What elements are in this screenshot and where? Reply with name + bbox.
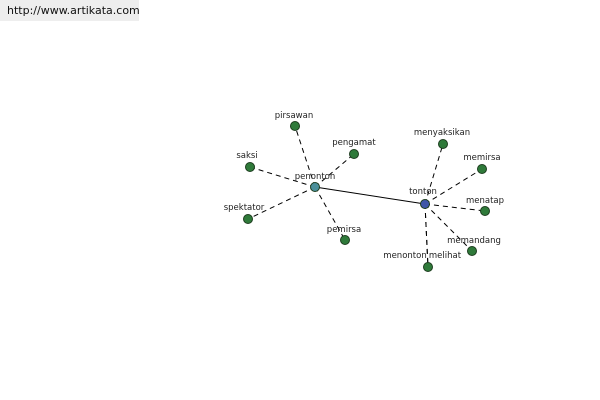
label-melihat[interactable]: melihat	[429, 251, 462, 261]
node-memandang[interactable]	[467, 246, 477, 256]
label-menonton[interactable]: menonton	[383, 251, 426, 261]
node-pirsawan[interactable]	[290, 121, 300, 131]
site-url[interactable]: http://www.artikata.com	[0, 0, 140, 21]
node-spektator[interactable]	[243, 214, 253, 224]
edge-penonton-tonton	[314, 186, 426, 205]
node-menatap[interactable]	[480, 206, 490, 216]
edge-penonton-pengamat	[314, 153, 355, 188]
labels-layer: pirsawan pengamat saksi spektator pemirsa men…	[224, 111, 504, 261]
label-spektator[interactable]: spektator	[224, 203, 265, 213]
edge-tonton-menyaksikan	[424, 143, 444, 205]
label-pemirsa[interactable]: pemirsa	[327, 225, 361, 235]
edges-layer	[247, 125, 486, 268]
edge-penonton-pirsawan	[294, 125, 316, 188]
node-melihat[interactable]	[423, 262, 433, 272]
hub-label-penonton[interactable]: penonton	[295, 172, 336, 182]
node-pemirsa[interactable]	[340, 235, 350, 245]
hub-node-penonton[interactable]	[310, 182, 320, 192]
label-menatap[interactable]: menatap	[466, 196, 504, 206]
hub-label-tonton[interactable]: tonton	[409, 187, 437, 197]
edge-tonton-menonton	[424, 203, 429, 268]
node-pengamat[interactable]	[349, 149, 359, 159]
edge-tonton-menatap	[424, 203, 486, 212]
edge-penonton-saksi	[249, 166, 316, 188]
edge-penonton-spektator	[247, 186, 316, 220]
edge-penonton-pemirsa	[314, 186, 346, 241]
edge-tonton-memirsa	[424, 168, 483, 205]
label-pengamat[interactable]: pengamat	[332, 138, 376, 148]
label-saksi[interactable]: saksi	[236, 151, 257, 161]
node-saksi[interactable]	[245, 162, 255, 172]
label-memirsa[interactable]: memirsa	[463, 153, 500, 163]
edge-tonton-memandang	[424, 203, 473, 252]
nodes-layer	[243, 121, 490, 272]
label-menyaksikan[interactable]: menyaksikan	[414, 128, 470, 138]
hub-node-tonton[interactable]	[420, 199, 430, 209]
label-pirsawan[interactable]: pirsawan	[275, 111, 313, 121]
node-memirsa[interactable]	[477, 164, 487, 174]
label-memandang[interactable]: memandang	[447, 236, 501, 246]
node-menyaksikan[interactable]	[438, 139, 448, 149]
